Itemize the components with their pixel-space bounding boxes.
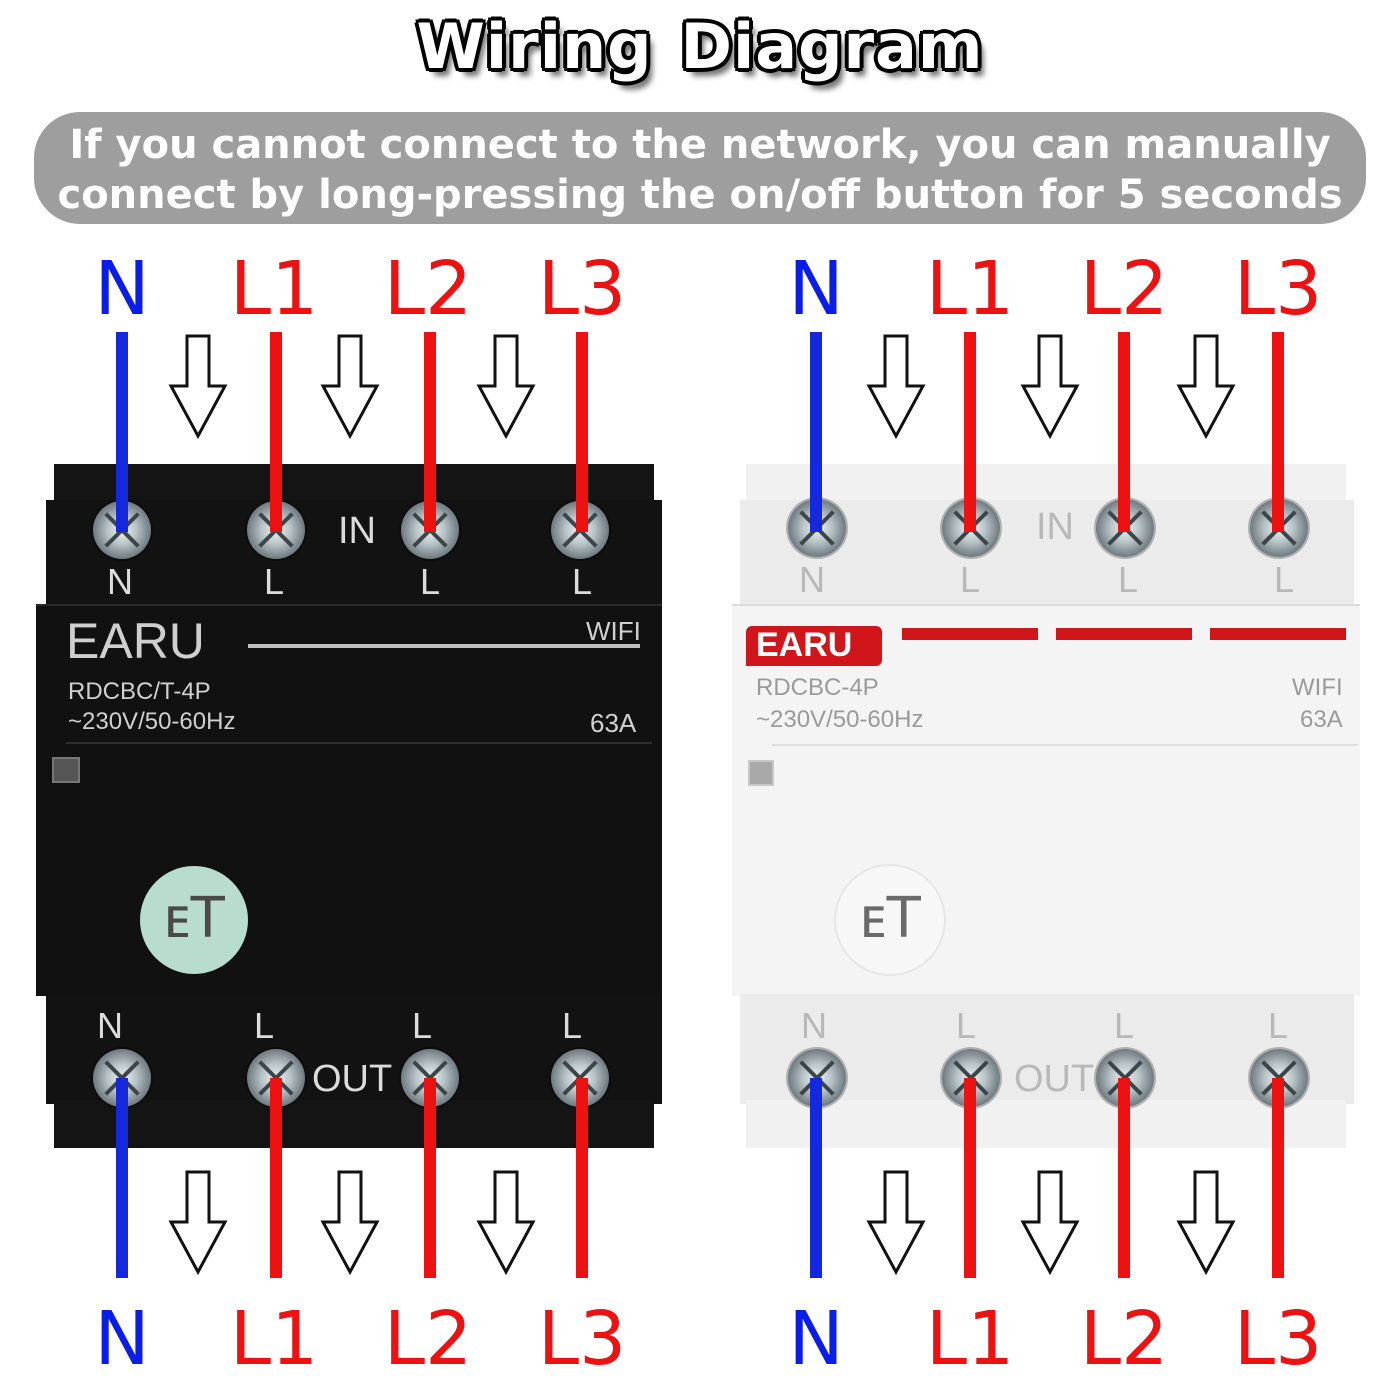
neutral-wire-in-left <box>116 332 128 532</box>
l3-wire-in-right <box>1272 332 1284 532</box>
black-in-label: IN <box>338 510 376 552</box>
white-model-label: RDCBC-4P <box>756 674 879 701</box>
white-breaker-bottom-base <box>746 1100 1346 1148</box>
down-arrow-icon <box>866 1170 926 1276</box>
title-word-1: Wiring <box>416 10 653 83</box>
black-model-label: RDCBC/T-4P <box>68 678 211 705</box>
white-top-terminal-letter-l1: L <box>959 559 981 600</box>
l2-wire-in-right <box>1118 332 1130 532</box>
black-bottom-terminal-letter-l2: L <box>411 1005 433 1046</box>
white-brand-badge <box>746 626 882 666</box>
l1-wire-in-left <box>270 332 282 532</box>
white-top-terminal-letter-l3: L <box>1273 559 1295 600</box>
label-n-top-right: N <box>788 246 844 332</box>
l1-wire-out-left <box>270 1078 282 1278</box>
white-top-terminal-letter-l2: L <box>1117 559 1139 600</box>
label-l2-top-left: L2 <box>383 246 473 332</box>
neutral-wire-out-left <box>116 1078 128 1278</box>
black-bottom-terminal-letter-l3: L <box>561 1005 583 1046</box>
l1-wire-in-right <box>964 332 976 532</box>
down-arrow-icon <box>1176 1170 1236 1276</box>
l3-wire-out-left <box>576 1078 588 1278</box>
down-arrow-icon <box>320 334 380 440</box>
down-arrow-icon <box>1176 334 1236 440</box>
down-arrow-icon <box>1020 1170 1080 1276</box>
label-l2-top-right: L2 <box>1079 246 1169 332</box>
label-l3-bottom-right: L3 <box>1233 1296 1323 1382</box>
white-status-led <box>748 760 774 786</box>
black-brand-line <box>248 644 640 648</box>
down-arrow-icon <box>168 334 228 440</box>
white-brand-logo: EARU <box>756 626 853 664</box>
l2-wire-in-left <box>424 332 436 532</box>
white-wifi-label: WIFI <box>1292 674 1343 701</box>
l2-wire-out-left <box>424 1078 436 1278</box>
l2-wire-out-right <box>1118 1078 1130 1278</box>
diagram-title: Wiring Diagram <box>0 10 1400 83</box>
down-arrow-icon <box>1020 334 1080 440</box>
black-voltage-label: ~230V/50-60Hz <box>68 708 236 735</box>
black-power-button[interactable]: ᴇT <box>140 866 248 974</box>
white-red-stripe-1 <box>902 628 1038 640</box>
neutral-wire-in-right <box>810 332 822 532</box>
white-bottom-terminal-letter-l3: L <box>1267 1005 1289 1046</box>
black-current-label: 63A <box>590 708 637 738</box>
black-wifi-label: WIFI <box>586 616 641 646</box>
label-l1-bottom-left: L1 <box>229 1296 319 1382</box>
label-l1-bottom-right: L1 <box>925 1296 1015 1382</box>
white-bottom-terminal-letter-l2: L <box>1113 1005 1135 1046</box>
white-power-button[interactable]: ᴇT <box>836 866 944 974</box>
black-bottom-terminal-letter-l1: L <box>253 1005 275 1046</box>
down-arrow-icon <box>476 1170 536 1276</box>
white-out-label: OUT <box>1014 1058 1095 1100</box>
label-l2-bottom-right: L2 <box>1079 1296 1169 1382</box>
neutral-wire-out-right <box>810 1078 822 1278</box>
black-brand-logo: EARU <box>66 613 205 669</box>
label-l3-top-left: L3 <box>537 246 627 332</box>
label-l3-top-right: L3 <box>1233 246 1323 332</box>
label-l3-bottom-left: L3 <box>537 1296 627 1382</box>
white-top-terminal-letter-n: N <box>799 559 825 600</box>
label-n-top-left: N <box>94 246 150 332</box>
label-n-bottom-right: N <box>788 1296 844 1382</box>
down-arrow-icon <box>476 334 536 440</box>
label-l1-top-left: L1 <box>229 246 319 332</box>
white-red-stripe-3 <box>1210 628 1346 640</box>
label-l1-top-right: L1 <box>925 246 1015 332</box>
black-status-led <box>52 757 80 783</box>
label-l2-bottom-left: L2 <box>383 1296 473 1382</box>
eT-button-icon: ᴇT <box>859 886 921 951</box>
banner-line-2: connect by long-pressing the on/off butt… <box>57 172 1343 218</box>
white-current-label: 63A <box>1300 706 1343 733</box>
eT-button-icon: ᴇT <box>163 886 225 951</box>
black-panel-divider <box>66 742 652 744</box>
black-breaker-bottom-base <box>54 1100 654 1148</box>
black-top-terminal-letter-l2: L <box>419 561 441 602</box>
l3-wire-in-left <box>576 332 588 532</box>
white-bottom-terminal-letter-l1: L <box>955 1005 977 1046</box>
black-bottom-terminal-letter-n: N <box>97 1005 123 1046</box>
white-red-stripe-2 <box>1056 628 1192 640</box>
down-arrow-icon <box>168 1170 228 1276</box>
banner-line-1: If you cannot connect to the network, yo… <box>69 122 1331 168</box>
white-panel-divider <box>772 744 1358 746</box>
down-arrow-icon <box>320 1170 380 1276</box>
l1-wire-out-right <box>964 1078 976 1278</box>
black-out-label: OUT <box>312 1058 393 1100</box>
white-bottom-terminal-letter-n: N <box>801 1005 827 1046</box>
l3-wire-out-right <box>1272 1078 1284 1278</box>
white-in-label: IN <box>1036 506 1074 548</box>
title-word-2: Diagram <box>680 10 984 83</box>
black-top-terminal-letter-l3: L <box>571 561 593 602</box>
instruction-banner: If you cannot connect to the network, yo… <box>34 112 1366 224</box>
black-top-terminal-letter-l1: L <box>263 561 285 602</box>
label-n-bottom-left: N <box>94 1296 150 1382</box>
black-top-terminal-letter-n: N <box>107 561 133 602</box>
white-voltage-label: ~230V/50-60Hz <box>756 706 924 733</box>
down-arrow-icon <box>866 334 926 440</box>
